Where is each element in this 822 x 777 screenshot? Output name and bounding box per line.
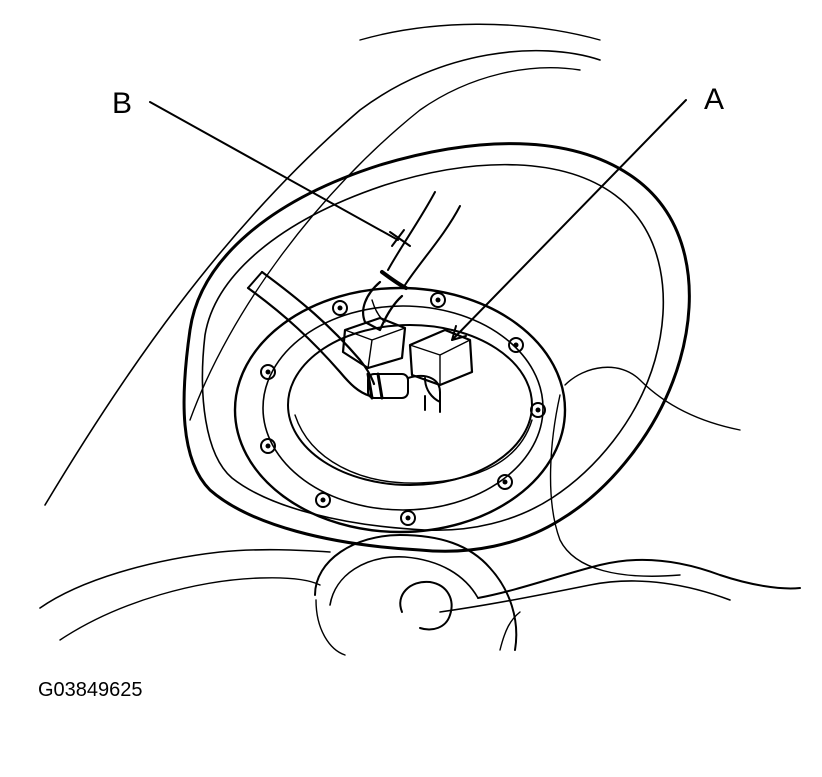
fuel-hose-long-lower bbox=[248, 288, 370, 396]
body-contour-right bbox=[565, 367, 740, 430]
flange-bolt bbox=[431, 293, 445, 307]
figure-id: G03849625 bbox=[38, 679, 143, 701]
body-contour-right-2 bbox=[551, 395, 680, 576]
pump-top-plate-shadow bbox=[295, 415, 532, 483]
access-opening-outer bbox=[184, 144, 689, 552]
lower-strap-bottom-2 bbox=[500, 612, 520, 650]
hose-clamp-band bbox=[368, 374, 408, 398]
fitting-base-block bbox=[343, 318, 405, 368]
leader-mark-b bbox=[390, 230, 410, 246]
body-panel-upper-line bbox=[360, 24, 600, 40]
fitting-base-edge bbox=[345, 328, 405, 368]
callout-label-a: A bbox=[704, 83, 725, 116]
fuel-hose-end-cap bbox=[248, 272, 262, 288]
lower-hose-right bbox=[478, 560, 800, 598]
body-panel-inner-line bbox=[190, 68, 580, 420]
flange-bolt bbox=[509, 338, 523, 352]
access-opening-inner bbox=[202, 165, 663, 531]
leader-line-a bbox=[452, 100, 686, 340]
leader-line-b bbox=[150, 102, 398, 240]
lower-loop-hook bbox=[400, 582, 451, 630]
flange-bolt bbox=[401, 511, 415, 525]
pump-flange-outer bbox=[235, 288, 565, 532]
body-panel-outer-line bbox=[45, 51, 600, 505]
electrical-connector-body bbox=[410, 330, 472, 385]
flange-bolt bbox=[261, 439, 275, 453]
lower-bracket-left bbox=[40, 550, 330, 608]
flange-bolt bbox=[261, 365, 275, 379]
fuel-hose-long-upper bbox=[262, 272, 374, 384]
callout-label-b: B bbox=[112, 87, 133, 120]
elbow-fitting-inner bbox=[372, 300, 385, 322]
feed-hose-clamp bbox=[382, 272, 406, 288]
electrical-connector-wires bbox=[425, 378, 440, 412]
leader-arrow-a bbox=[452, 326, 466, 340]
lower-hose-right-2 bbox=[440, 581, 730, 612]
flange-bolt-centers bbox=[265, 297, 541, 521]
feed-hose-left-wall bbox=[388, 192, 435, 270]
hose-clamp-lower bbox=[368, 374, 382, 398]
flange-bolts bbox=[261, 293, 545, 525]
elbow-fitting bbox=[363, 282, 402, 330]
lower-loop-inner bbox=[330, 557, 478, 605]
flange-bolt bbox=[531, 403, 545, 417]
flange-bolt bbox=[498, 475, 512, 489]
electrical-connector-edge bbox=[410, 340, 470, 385]
pump-flange-inner bbox=[263, 306, 543, 510]
lower-loop-outer bbox=[315, 535, 516, 650]
flange-bolt bbox=[316, 493, 330, 507]
lower-strap-bottom bbox=[316, 600, 345, 655]
lower-bracket-left-2 bbox=[60, 578, 320, 640]
feed-hose-right-wall bbox=[405, 206, 460, 285]
flange-bolt bbox=[333, 301, 347, 315]
return-line-stub bbox=[408, 376, 440, 410]
